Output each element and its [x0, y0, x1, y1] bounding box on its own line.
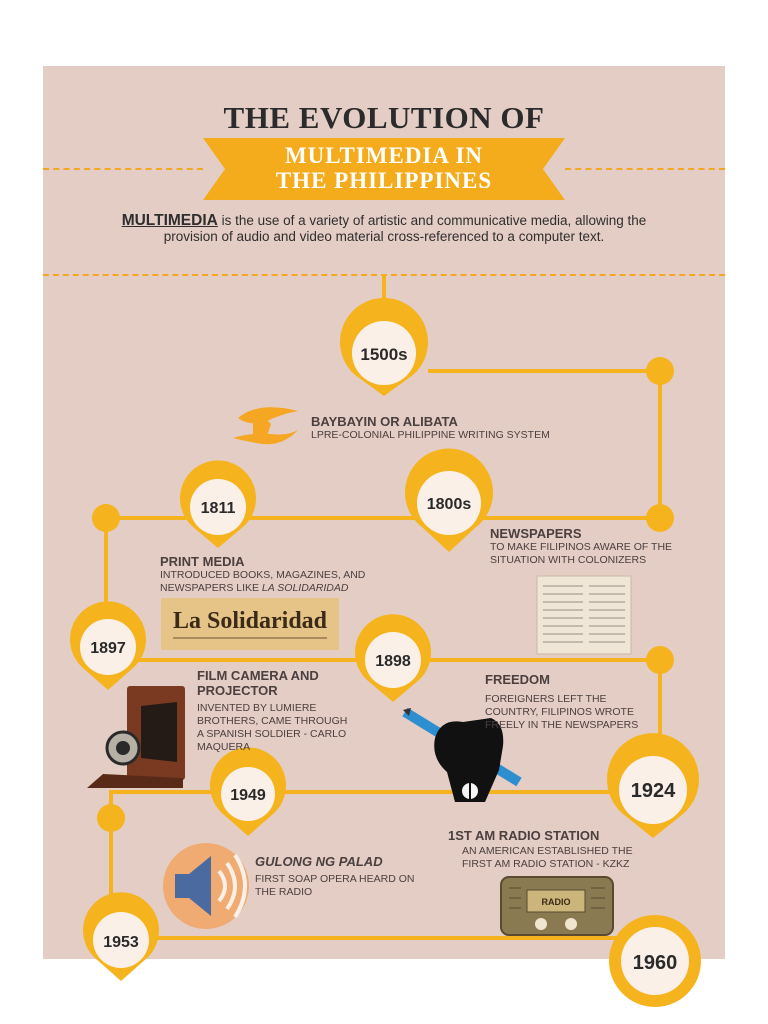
ribbon-line-2: THE PHILIPPINES	[275, 168, 493, 193]
timeline-node	[646, 357, 674, 385]
year-pin-1800s: 1800s	[405, 448, 493, 552]
page-title: THE EVOLUTION OF	[223, 100, 545, 135]
event-title: GULONG NG PALAD	[255, 854, 383, 869]
event-newspapers: NEWSPAPERS TO MAKE FILIPINOS AWARE OF TH…	[490, 526, 672, 567]
event-desc-line1: INTRODUCED BOOKS, MAGAZINES, AND	[160, 569, 366, 581]
event-desc-line2: NEWSPAPERS LIKE LA SOLIDARIDAD	[160, 582, 349, 594]
event-title-line1: FILM CAMERA AND	[197, 668, 319, 683]
event-print-media: PRINT MEDIA INTRODUCED BOOKS, MAGAZINES,…	[160, 554, 365, 595]
divider-dashed-right	[565, 168, 725, 170]
event-title: 1ST AM RADIO STATION	[448, 828, 600, 843]
event-desc-line2: THE RADIO	[255, 886, 313, 898]
svg-text:1500s: 1500s	[360, 345, 407, 364]
event-desc-line1: FIRST SOAP OPERA HEARD ON	[255, 873, 415, 885]
intro-text: is the use of a variety of artistic and …	[163, 213, 647, 244]
event-title: FREEDOM	[485, 672, 550, 687]
newspaper-image	[536, 575, 632, 655]
svg-text:RADIO: RADIO	[542, 897, 571, 907]
event-desc-line2: SITUATION WITH COLONIZERS	[490, 554, 647, 566]
event-desc-line1: TO MAKE FILIPINOS AWARE OF THE	[490, 541, 673, 553]
year-pin-1960: 1960	[609, 915, 701, 1007]
divider-dashed-left	[43, 168, 203, 170]
svg-text:1924: 1924	[631, 780, 676, 802]
baybayin-icon	[233, 407, 298, 445]
event-title: BAYBAYIN OR ALIBATA	[311, 414, 458, 429]
svg-text:La Solidaridad: La Solidaridad	[173, 608, 328, 634]
year-pin-1897: 1897	[70, 601, 146, 690]
infographic-poster: THE EVOLUTION OF MULTIMEDIA IN THE PHILI…	[43, 66, 725, 1007]
event-baybayin: BAYBAYIN OR ALIBATA LPRE-COLONIAL PHILIP…	[311, 414, 550, 442]
event-title-line2: PROJECTOR	[197, 683, 278, 698]
event-desc-line3: FREELY IN THE NEWSPAPERS	[485, 719, 639, 731]
timeline-graphic: 1500s 1811 1800s 1897 1898 1949	[70, 274, 701, 1007]
svg-text:1811: 1811	[201, 500, 236, 517]
title-ribbon	[203, 138, 565, 200]
svg-text:1960: 1960	[633, 952, 678, 974]
event-desc-line3: A SPANISH SOLDIER - CARLO	[197, 728, 347, 740]
la-solidaridad-masthead-image: La Solidaridad	[161, 598, 339, 650]
intro-definition: MULTIMEDIA is the use of a variety of ar…	[103, 213, 665, 245]
ribbon-line-1: MULTIMEDIA IN	[284, 143, 484, 168]
intro-term: MULTIMEDIA	[121, 212, 218, 229]
freedom-fist-icon	[402, 707, 522, 802]
event-gulong-ng-palad: GULONG NG PALAD FIRST SOAP OPERA HEARD O…	[255, 854, 414, 899]
event-desc-line1: AN AMERICAN ESTABLISHED THE	[462, 845, 633, 857]
event-freedom: FREEDOM FOREIGNERS LEFT THE COUNTRY, FIL…	[485, 672, 638, 732]
year-pin-1898: 1898	[355, 614, 431, 702]
year-pin-1949: 1949	[210, 747, 286, 836]
event-desc-line1: FOREIGNERS LEFT THE	[485, 693, 607, 705]
svg-text:1949: 1949	[230, 787, 266, 804]
timeline-node	[646, 646, 674, 674]
film-camera-image	[87, 686, 185, 788]
event-desc-line1: INVENTED BY LUMIERE	[197, 702, 317, 714]
event-title: NEWSPAPERS	[490, 526, 582, 541]
event-film-camera: FILM CAMERA AND PROJECTOR INVENTED BY LU…	[197, 668, 347, 754]
event-desc-line2: BROTHERS, CAME THROUGH	[197, 715, 348, 727]
event-desc-line4: MAQUERA	[197, 741, 251, 753]
event-am-radio: 1ST AM RADIO STATION AN AMERICAN ESTABLI…	[448, 828, 633, 871]
timeline-node	[97, 804, 125, 832]
event-desc-line2: FIRST AM RADIO STATION - KZKZ	[462, 858, 630, 870]
year-pin-1500s: 1500s	[340, 297, 428, 396]
timeline-node	[646, 504, 674, 532]
svg-text:1897: 1897	[90, 640, 126, 657]
event-desc: LPRE-COLONIAL PHILIPPINE WRITING SYSTEM	[311, 429, 550, 441]
svg-text:1800s: 1800s	[427, 496, 472, 513]
speaker-icon	[163, 843, 249, 929]
year-pin-1924: 1924	[606, 733, 699, 838]
year-pin-1953: 1953	[83, 892, 159, 981]
event-title: PRINT MEDIA	[160, 554, 245, 569]
year-pin-1811: 1811	[179, 460, 256, 548]
event-desc-line2: COUNTRY, FILIPINOS WROTE	[485, 706, 634, 718]
svg-text:1953: 1953	[103, 934, 139, 951]
svg-text:1898: 1898	[375, 653, 411, 670]
vintage-radio-image: RADIO	[500, 876, 614, 936]
timeline-node	[92, 504, 120, 532]
